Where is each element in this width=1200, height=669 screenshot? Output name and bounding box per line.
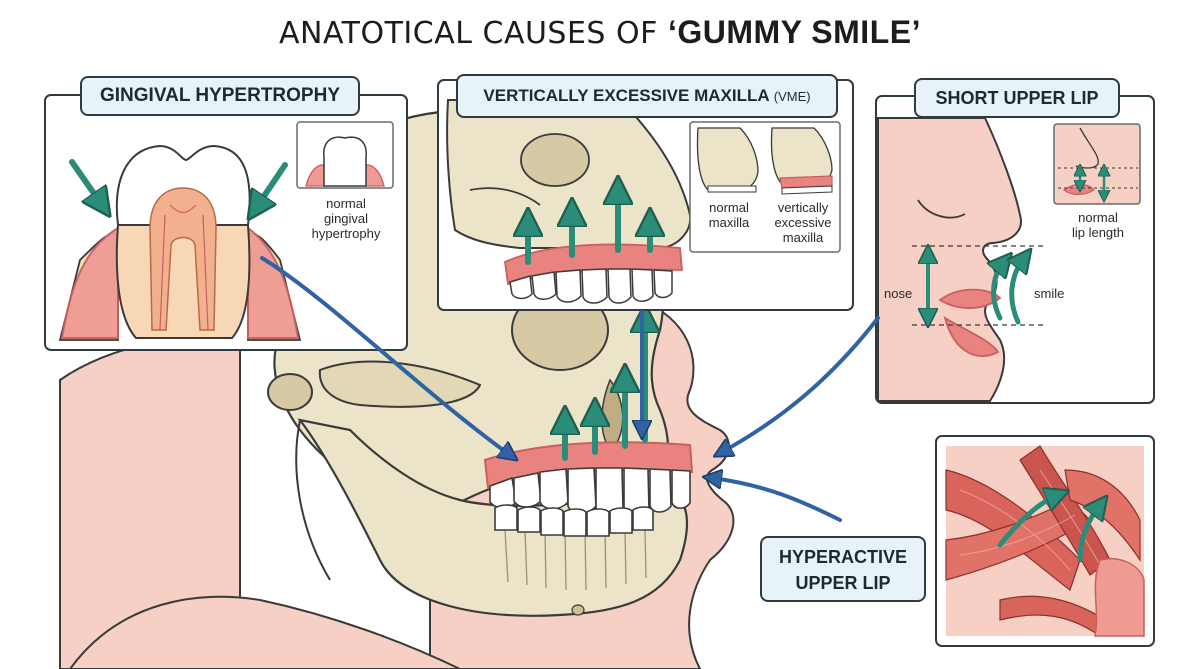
- mental-foramen: [571, 604, 585, 616]
- zygomatic-arch: [318, 360, 482, 408]
- panel-gingival-hypertrophy: [44, 94, 408, 351]
- hyperactive-heading-line-2: UPPER LIP: [795, 573, 891, 593]
- tooth-pulp: [149, 187, 217, 331]
- inset-tooth: [323, 136, 367, 187]
- hyperactive-heading-tab: HYPERACTIVE UPPER LIP: [760, 536, 926, 602]
- gingival-inset-label: normal gingival hypertrophy: [311, 196, 381, 241]
- muscle-pull-arrows: [997, 495, 1100, 563]
- vme-heading: VERTICALLY EXCESSIVE MAXILLA: [483, 86, 769, 105]
- lower-tooth-roots: [504, 529, 647, 591]
- vme-arrows: [528, 190, 650, 265]
- vme-label-normal: normal maxilla: [708, 200, 750, 230]
- label-nose: nose: [884, 286, 913, 301]
- page-title: ANATOTICAL CAUSES OF ‘GUMMY SMILE’: [0, 14, 1200, 51]
- connector-short-lip: [722, 316, 880, 452]
- panel-short-upper-lip: [875, 95, 1155, 404]
- hyperactive-heading-line-1: HYPERACTIVE: [778, 547, 908, 567]
- tooth-root: [115, 224, 251, 339]
- hyperactive-lip: [1094, 558, 1145, 637]
- gingival-heading-tab: GINGIVAL HYPERTROPHY: [80, 76, 360, 116]
- vme-teeth: [509, 268, 673, 304]
- ear-opening: [267, 373, 313, 411]
- connector-hyperactive: [712, 478, 842, 522]
- gum-compression-arrows: [69, 159, 288, 208]
- main-lower-teeth: [494, 504, 654, 537]
- title-prefix: ANATOTICAL CAUSES OF: [279, 16, 658, 51]
- short-lip-heading: SHORT UPPER LIP: [935, 88, 1099, 108]
- main-upper-teeth: [489, 467, 691, 518]
- panel-vertically-excessive-maxilla: [437, 79, 854, 311]
- title-emphasis: ‘GUMMY SMILE’: [667, 14, 921, 50]
- panel-hyperactive-upper-lip: [935, 435, 1155, 647]
- vme-heading-tab: VERTICALLY EXCESSIVE MAXILLA (VME): [456, 74, 838, 118]
- smile-arrows: [994, 258, 1024, 325]
- chin-and-neck: [68, 595, 461, 669]
- main-maxilla-arrows: [565, 318, 645, 461]
- upper-lip: [938, 288, 1002, 309]
- mandible-ramus: [295, 419, 331, 581]
- vme-label-excessive: vertically excessive maxilla: [774, 200, 832, 245]
- mandible: [297, 418, 689, 617]
- short-lip-heading-tab: SHORT UPPER LIP: [914, 78, 1120, 118]
- gingival-heading: GINGIVAL HYPERTROPHY: [100, 85, 340, 106]
- connector-arrows: [260, 256, 880, 522]
- short-lip-inset-label: normal lip length: [1071, 210, 1125, 240]
- vme-heading-suffix: (VME): [773, 89, 811, 104]
- nostril: [917, 199, 966, 219]
- lower-lip: [943, 316, 1000, 357]
- label-smile: smile: [1034, 286, 1065, 301]
- pulp-vessels: [159, 204, 209, 331]
- connector-gingival: [260, 256, 510, 455]
- tooth-crown: [115, 144, 251, 226]
